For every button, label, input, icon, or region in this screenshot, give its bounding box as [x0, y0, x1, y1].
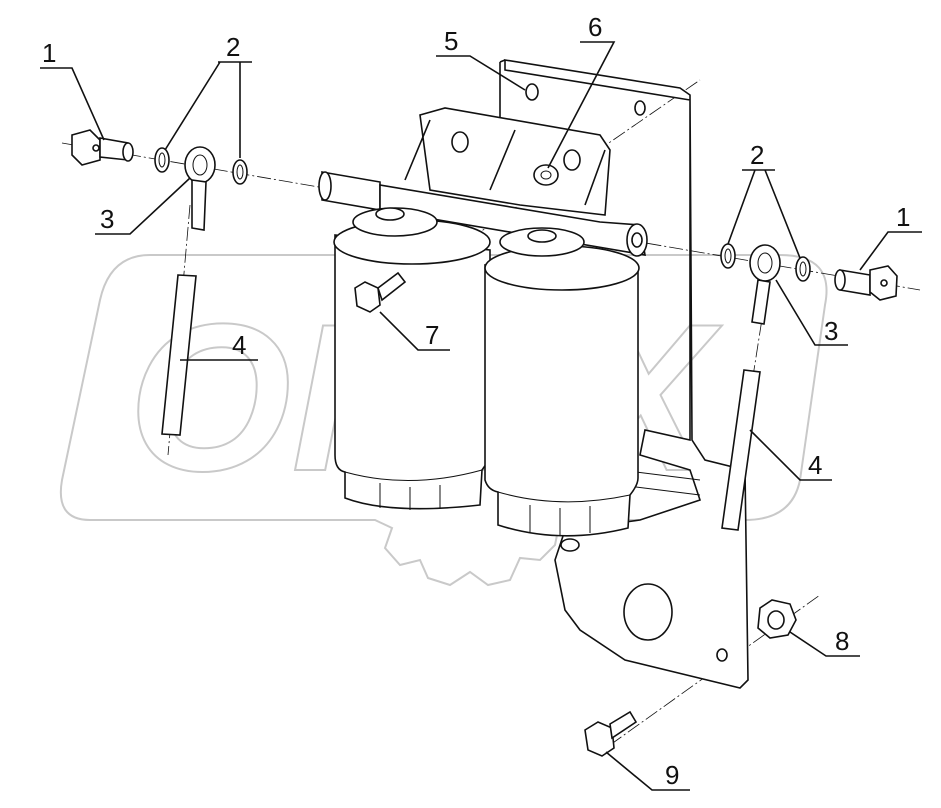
watermark-plate [59, 254, 828, 587]
banjo-fitting-left [184, 146, 216, 231]
washer-part-6 [533, 164, 559, 186]
leader-lines [40, 41, 922, 791]
callout-3-left: 3 [100, 204, 114, 234]
filter-cartridge-left [333, 207, 491, 510]
banjo-bolt-right [834, 265, 898, 301]
callout-4-left: 4 [232, 330, 246, 360]
callout-1-left: 1 [42, 38, 56, 68]
callout-4-right: 4 [808, 450, 822, 480]
callout-2-left: 2 [226, 32, 240, 62]
callout-labels: 1 2 3 4 5 6 7 2 1 3 4 8 9 [42, 12, 910, 790]
callout-6: 6 [588, 12, 602, 42]
callout-1-right: 1 [896, 202, 910, 232]
hose-right [721, 369, 761, 531]
callout-5: 5 [444, 26, 458, 56]
banjo-bolt-left [71, 129, 134, 166]
callout-3-right: 3 [824, 316, 838, 346]
washer-left-1 [154, 147, 170, 173]
callout-2-right: 2 [750, 140, 764, 170]
banjo-fitting-right [749, 244, 781, 325]
nut-part-8 [757, 599, 797, 639]
callout-8: 8 [835, 626, 849, 656]
washer-right-2 [795, 256, 811, 282]
bolt-part-7 [354, 271, 407, 313]
callout-9: 9 [665, 760, 679, 790]
washer-right-1 [720, 243, 736, 269]
hose-left [161, 274, 197, 436]
filter-cartridge-right [484, 227, 640, 552]
bolt-part-9 [584, 710, 638, 757]
washer-left-2 [232, 159, 248, 185]
callout-7: 7 [425, 320, 439, 350]
